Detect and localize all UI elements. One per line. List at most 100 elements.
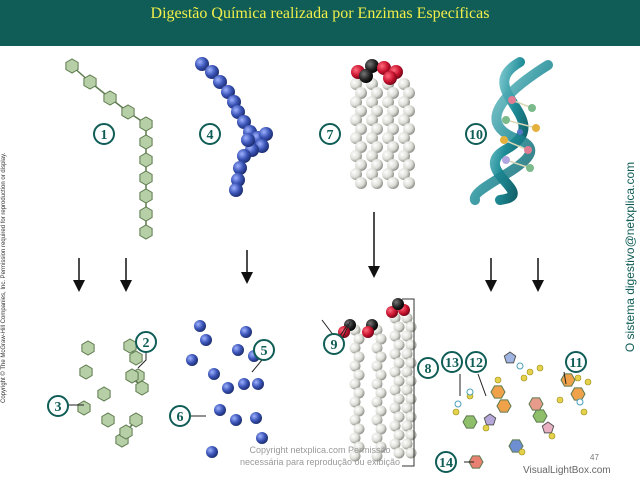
fatty-acid-atom [366, 132, 378, 144]
glucose-unit [103, 90, 117, 106]
fatty-acid-atom [403, 177, 415, 189]
fatty-acid-atom [355, 177, 367, 189]
svg-text:9: 9 [331, 338, 338, 353]
page-number: 47 [590, 453, 599, 462]
glucose-unit [83, 74, 97, 90]
fatty-acid-atom [355, 159, 367, 171]
fatty-acid-atom [387, 177, 399, 189]
triglyceride [350, 59, 415, 189]
svg-text:12: 12 [469, 356, 483, 371]
free-amino-acid [256, 432, 268, 444]
monoglyceride-atom [393, 411, 405, 423]
sugar-products [77, 338, 149, 448]
nitrogenous-base [532, 409, 548, 423]
label-2: 2 [135, 331, 157, 353]
fatty-acid-atom [398, 96, 410, 108]
fatty-acid-atom [353, 387, 365, 399]
free-amino-acid [250, 412, 262, 424]
nitrogenous-base [560, 373, 576, 387]
fatty-acid-atom [398, 168, 410, 180]
fatty-acid-atom [366, 114, 378, 126]
monoglyceride-atom [389, 384, 401, 396]
fatty-acid-atom [353, 423, 365, 435]
fatty-acid-atom [375, 369, 387, 381]
phosphate [584, 378, 592, 386]
pentose-marker [454, 400, 462, 408]
phosphate [520, 374, 528, 382]
pentose-marker [466, 388, 474, 396]
amino-acid-bead [205, 65, 219, 79]
fatty-acid-atom [403, 141, 415, 153]
phosphate [536, 364, 544, 372]
phosphate [526, 368, 534, 376]
fatty-acid-atom [353, 369, 365, 381]
disaccharide-unit [123, 338, 137, 354]
glucose-unit [139, 152, 153, 168]
monoglyceride-atom [401, 402, 413, 414]
monoglyceride-atom [393, 357, 405, 369]
label-4: 4 [199, 123, 221, 145]
disaccharide-unit [129, 412, 143, 428]
sugar-ring [541, 421, 555, 434]
disaccharide-unit [125, 368, 139, 384]
arrows [73, 212, 544, 292]
monosaccharide [77, 400, 91, 416]
fatty-acid-atom [349, 360, 361, 372]
dna-helix [470, 57, 553, 205]
fatty-acid-atom [371, 360, 383, 372]
svg-text:14: 14 [439, 456, 453, 471]
glucose-unit [121, 104, 135, 120]
fatty-acid-atom [371, 141, 383, 153]
svg-text:4: 4 [207, 128, 214, 143]
fatty-acid-atom [349, 432, 361, 444]
sugar-ring [503, 351, 517, 364]
phosphate [556, 396, 564, 404]
header-bar: Digestão Química realizada por Enzimas E… [0, 0, 640, 46]
carboxyl-atom [392, 298, 404, 310]
pentose-marker [576, 398, 584, 406]
free-amino-acid [206, 446, 218, 458]
phosphate [518, 448, 526, 456]
glucose-unit [139, 188, 153, 204]
svg-text:6: 6 [177, 410, 184, 425]
fatty-acid-atom [350, 150, 362, 162]
free-amino-acid [232, 344, 244, 356]
svg-text:13: 13 [445, 356, 459, 371]
fatty-acid-atom [371, 378, 383, 390]
glucose-unit [139, 116, 153, 132]
monoglyceride-atom [401, 384, 413, 396]
fatty-acid-atom [382, 132, 394, 144]
amino-acid-bead [229, 183, 243, 197]
fatty-acid-atom [398, 114, 410, 126]
nitrogenous-base [528, 397, 544, 411]
label-14: 14 [435, 451, 457, 473]
watermark-line-1: Copyright netxplica.com Permissão [249, 445, 391, 455]
free-amino-acid [240, 326, 252, 338]
monoglyceride-atom [389, 330, 401, 342]
phosphate [482, 424, 490, 432]
fatty-acid-atom [355, 123, 367, 135]
amino-acid-bead [241, 133, 255, 147]
fatty-acid-atom [349, 342, 361, 354]
free-amino-acid [214, 404, 226, 416]
phosphate [452, 408, 460, 416]
svg-text:3: 3 [55, 400, 62, 415]
fatty-acid-atom [382, 168, 394, 180]
nucleotide-products [452, 351, 592, 469]
fatty-acid-atom [349, 396, 361, 408]
amino-acid-bead [259, 127, 273, 141]
amino-acid-bead [237, 149, 251, 163]
fatty-acid-atom [403, 105, 415, 117]
starch-chain [65, 58, 153, 240]
fatty-acid-atom [349, 450, 361, 462]
monoglyceride-atom [393, 375, 405, 387]
fatty-acid-atom [355, 105, 367, 117]
fatty-acid-atom [371, 123, 383, 135]
disaccharide-unit [119, 424, 133, 440]
free-amino-acid [230, 414, 242, 426]
phosphate [548, 432, 556, 440]
fatty-acid-atom [353, 441, 365, 453]
free-amino-acid [200, 334, 212, 346]
